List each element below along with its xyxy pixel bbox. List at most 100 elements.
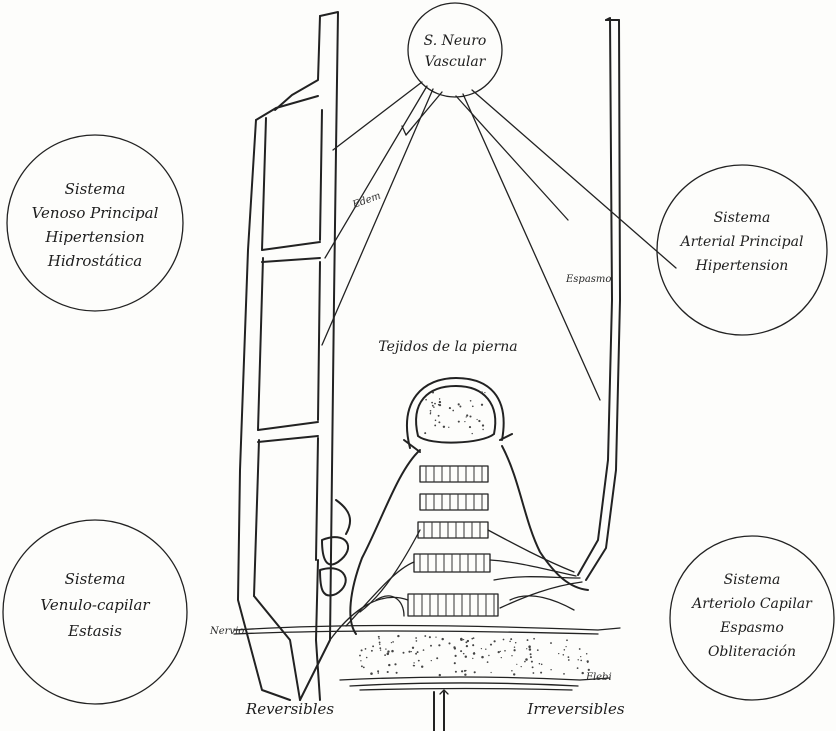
speckle-dot (363, 667, 365, 669)
arteriolo-line2: Arteriolo Capilar (690, 596, 813, 612)
marrow-dot (432, 405, 434, 407)
speckle-dot (463, 639, 464, 640)
venulo-line3: Estasis (67, 622, 122, 640)
speckle-dot (455, 671, 457, 673)
speckle-dot (436, 657, 438, 659)
speckle-dot (361, 649, 363, 651)
main-artery (578, 18, 620, 580)
marrow-dot (425, 399, 427, 401)
vein-inner-wall-2 (258, 258, 263, 430)
arteriolo-line3: Espasmo (719, 620, 784, 636)
flebi-label: Flebi (585, 672, 612, 683)
speckle-dot (394, 663, 396, 665)
nervio-label: Nervio (209, 626, 244, 637)
marrow-dot (439, 404, 441, 406)
marrow-dot (424, 432, 426, 434)
speckle-dot (379, 642, 381, 644)
speckle-dot (464, 673, 466, 675)
vein-inner-wall-5 (318, 262, 320, 420)
speckle-dot (454, 662, 456, 664)
speckle-dot (578, 659, 579, 660)
speckle-dot (415, 653, 417, 655)
speckle-dot (466, 645, 468, 647)
skin-entry (434, 690, 448, 731)
marrow-dot (439, 398, 440, 399)
venulo-line2: Venulo-capilar (40, 596, 150, 614)
layer-line-1 (234, 626, 620, 631)
vein-inner-wall-3 (254, 440, 259, 596)
marrow-dot (430, 412, 431, 413)
speckle-dot (514, 646, 515, 647)
speckle-dot (421, 666, 423, 668)
marrow-dot (432, 391, 434, 393)
marrow-dot (438, 415, 440, 417)
marrow-dot (435, 420, 437, 422)
venulo-line1: Sistema (65, 570, 126, 588)
speckle-dot (415, 637, 417, 639)
speckle-dot (441, 638, 443, 640)
vein-rung-3 (258, 422, 318, 430)
speckle-dot (460, 650, 462, 652)
subcutaneous-layers (234, 626, 620, 691)
speckle-dot (416, 640, 418, 642)
speckle-dot (439, 674, 441, 676)
speckle-dot (582, 672, 584, 674)
reversibles-label: Reversibles (245, 700, 334, 718)
innervation-line-vein-lower (325, 86, 427, 258)
marrow-dot (482, 429, 483, 430)
arteriolo-line4: Obliteración (708, 644, 796, 660)
marrow-dot (448, 427, 449, 428)
capillary-arteriole-5 (510, 596, 574, 610)
speckle-dot (378, 636, 380, 638)
marrow-dot (439, 401, 441, 403)
speckle-dot (471, 638, 473, 640)
marrow-dot (449, 407, 451, 409)
innervation-line-venule (322, 89, 433, 345)
layer-line-1b (234, 631, 598, 634)
speckle-dot (438, 644, 440, 646)
speckle-dot (473, 653, 475, 655)
marrow-dot (431, 402, 433, 404)
speckle-dot (494, 640, 496, 642)
marrow-dot (470, 400, 472, 402)
speckle-dot (359, 655, 361, 657)
speckle-dot (511, 670, 513, 672)
speckle-dot (397, 635, 399, 637)
main-vein-top-wall (275, 16, 320, 110)
speckle-dot (472, 644, 474, 646)
speckle-dot (448, 642, 450, 644)
speckle-dot (550, 642, 552, 644)
neuro-vascular-label-line1: S. Neuro (424, 33, 487, 49)
arterial-circle (657, 165, 827, 335)
speckle-dot (371, 650, 373, 652)
speckle-dot (360, 660, 361, 661)
vein-inner-wall-1 (262, 118, 266, 250)
edem-label: Edem (350, 191, 382, 212)
neuro-vascular-node: S. Neuro Vascular (408, 3, 502, 97)
arteriolo-line1: Sistema (724, 572, 781, 588)
fibre-bundle-2 (420, 494, 488, 510)
innervation-line-arterial-system (472, 90, 676, 268)
speckle-dot (379, 647, 381, 649)
speckle-dot (501, 657, 502, 658)
fibre-bundle-1 (420, 466, 488, 482)
speckle-dot (385, 648, 386, 649)
speckle-dot (454, 647, 456, 649)
speckle-dot (540, 672, 542, 674)
speckle-dot (558, 653, 559, 654)
speckle-dot (537, 649, 539, 651)
speckle-dot (531, 661, 533, 663)
venule-loop-1 (322, 537, 348, 564)
speckle-dot (526, 648, 527, 649)
speckle-dot (550, 669, 551, 670)
speckle-dot (465, 641, 467, 643)
speckle-dot (498, 651, 500, 653)
speckle-dot (392, 641, 394, 643)
speckle-dot (528, 645, 531, 648)
speckle-dot (403, 652, 405, 654)
speckle-dot (532, 672, 534, 674)
venule-loops (320, 500, 350, 596)
marrow-dot (430, 410, 432, 412)
speckle-dot (461, 670, 463, 672)
